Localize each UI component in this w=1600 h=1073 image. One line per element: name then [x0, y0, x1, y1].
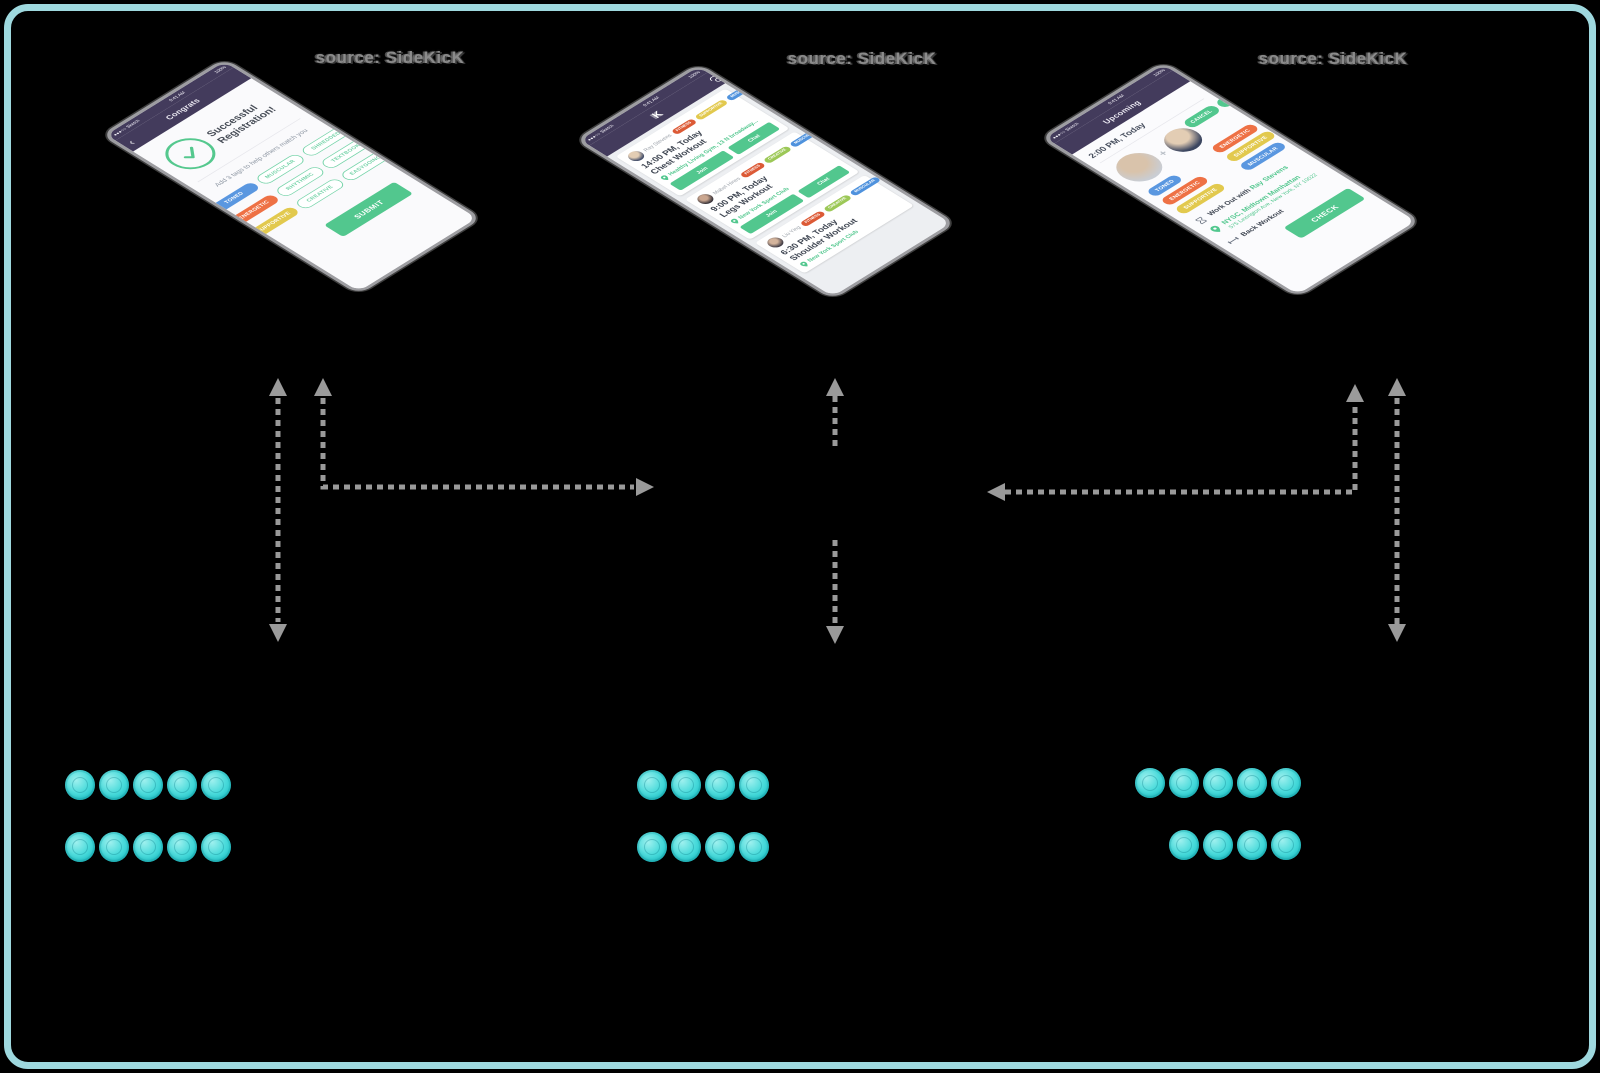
workout-card[interactable]: Liu Ying FITNESS CREATIVE MUSCULAR 1 mil… [754, 167, 914, 274]
arrow-left-elbow [320, 398, 634, 490]
sidekick-app-icon [1203, 830, 1233, 860]
sidekick-app-icon [167, 770, 197, 800]
arrowhead-left [987, 483, 1005, 501]
distance-text: 1 mile [878, 167, 896, 179]
success-check-icon [155, 131, 226, 176]
source-label-right: source: SideKicK [1258, 49, 1408, 68]
sidekick-app-icon [1169, 830, 1199, 860]
sidekick-logo: K [648, 109, 666, 120]
arrowhead-up [826, 378, 844, 396]
arrowhead-down [1388, 624, 1406, 642]
source-label-left: source: SideKicK [315, 48, 465, 67]
location-pin-icon [1207, 224, 1224, 235]
icon-row [637, 770, 769, 800]
sidekick-app-icon [1237, 768, 1267, 798]
location-pin-icon [730, 218, 738, 224]
sidekick-app-icon [1237, 830, 1267, 860]
device-frame: ●●●○○ Sketch 9:41 AM 100% K Ray Stevens … [574, 63, 957, 300]
icon-row [65, 832, 231, 862]
success-heading: Successful Registration! [203, 103, 279, 145]
upcoming-screen: 2:00 PM, Today + CANCEL CHAT TONED ENERG… [1072, 81, 1416, 295]
sidekick-app-icon [1135, 768, 1165, 798]
icon-row [1135, 768, 1301, 798]
sidekick-app-icon [671, 770, 701, 800]
sidekick-app-icon [99, 770, 129, 800]
arrow-right-elbow [1005, 402, 1358, 495]
arrowhead-up [269, 378, 287, 396]
chat-button[interactable]: CHAT [1213, 88, 1248, 110]
arrowhead-down [269, 624, 287, 642]
distance-text: 2 miles [754, 70, 774, 83]
workout-feed: Ray Stevens FITNESS SUPPORTIVE MUSCULAR … [607, 71, 951, 297]
distance-text: 1 mile [818, 118, 836, 130]
location-pin-icon [661, 175, 669, 181]
arrowhead-up [314, 378, 332, 396]
device-frame: ●●●○○ Sketch 9:41 AM 100% ‹ Congrats Suc… [100, 58, 483, 295]
arrowhead-up [1388, 378, 1406, 396]
workout-card[interactable]: Ray Stevens FITNESS SUPPORTIVE MUSCULAR … [615, 71, 790, 197]
sidekick-app-icon [201, 770, 231, 800]
workout-card[interactable]: Mabel Hines FITNESS CREATIVE MUSCULAR 1 … [685, 119, 860, 240]
tag-muscular: MUSCULAR [788, 127, 822, 148]
sidekick-app-icon [1271, 830, 1301, 860]
icon-row [65, 770, 231, 800]
icon-row [637, 832, 769, 862]
icon-row [1169, 830, 1301, 860]
sidekick-app-icon [133, 770, 163, 800]
arrowhead-down [826, 626, 844, 644]
barbell-icon [1226, 236, 1240, 245]
location-pin-icon [800, 261, 808, 267]
sidekick-app-icon [739, 770, 769, 800]
sidekick-app-icon [705, 770, 735, 800]
sidekick-app-icon [133, 832, 163, 862]
sidekick-app-icon [1203, 768, 1233, 798]
icon-group-feed [637, 770, 769, 862]
sidekick-app-icon [637, 770, 667, 800]
phone-mockup-upcoming: ●●●○○ Sketch 9:41 AM 100% Upcoming 2:00 … [1039, 61, 1422, 298]
phone-mockup-registration: ●●●○○ Sketch 9:41 AM 100% ‹ Congrats Suc… [100, 58, 483, 295]
sidekick-app-icon [65, 770, 95, 800]
registration-screen: Successful Registration! Add 3 tags to h… [133, 78, 477, 292]
phone-mockup-feed: ●●●○○ Sketch 9:41 AM 100% K Ray Stevens … [574, 63, 957, 300]
arrowhead-up [1346, 384, 1364, 402]
sidekick-app-icon [739, 832, 769, 862]
sidekick-app-icon [65, 832, 95, 862]
sidekick-app-icon [637, 832, 667, 862]
tag-muscular: MUSCULAR [724, 81, 758, 102]
arrowhead-right [636, 478, 654, 496]
icon-group-registration [65, 770, 231, 862]
source-label-middle: source: SideKicK [787, 49, 937, 68]
sidekick-app-icon [1271, 768, 1301, 798]
sidekick-app-icon [201, 832, 231, 862]
back-chevron-icon[interactable]: ‹ [123, 137, 138, 147]
sidekick-app-icon [671, 832, 701, 862]
plus-sign: + [1154, 147, 1171, 158]
sidekick-app-icon [167, 832, 197, 862]
device-frame: ●●●○○ Sketch 9:41 AM 100% Upcoming 2:00 … [1039, 61, 1422, 298]
sidekick-app-icon [99, 832, 129, 862]
icon-group-upcoming [1135, 768, 1301, 860]
hourglass-icon [1193, 215, 1209, 225]
sidekick-app-icon [705, 832, 735, 862]
sidekick-app-icon [1169, 768, 1199, 798]
